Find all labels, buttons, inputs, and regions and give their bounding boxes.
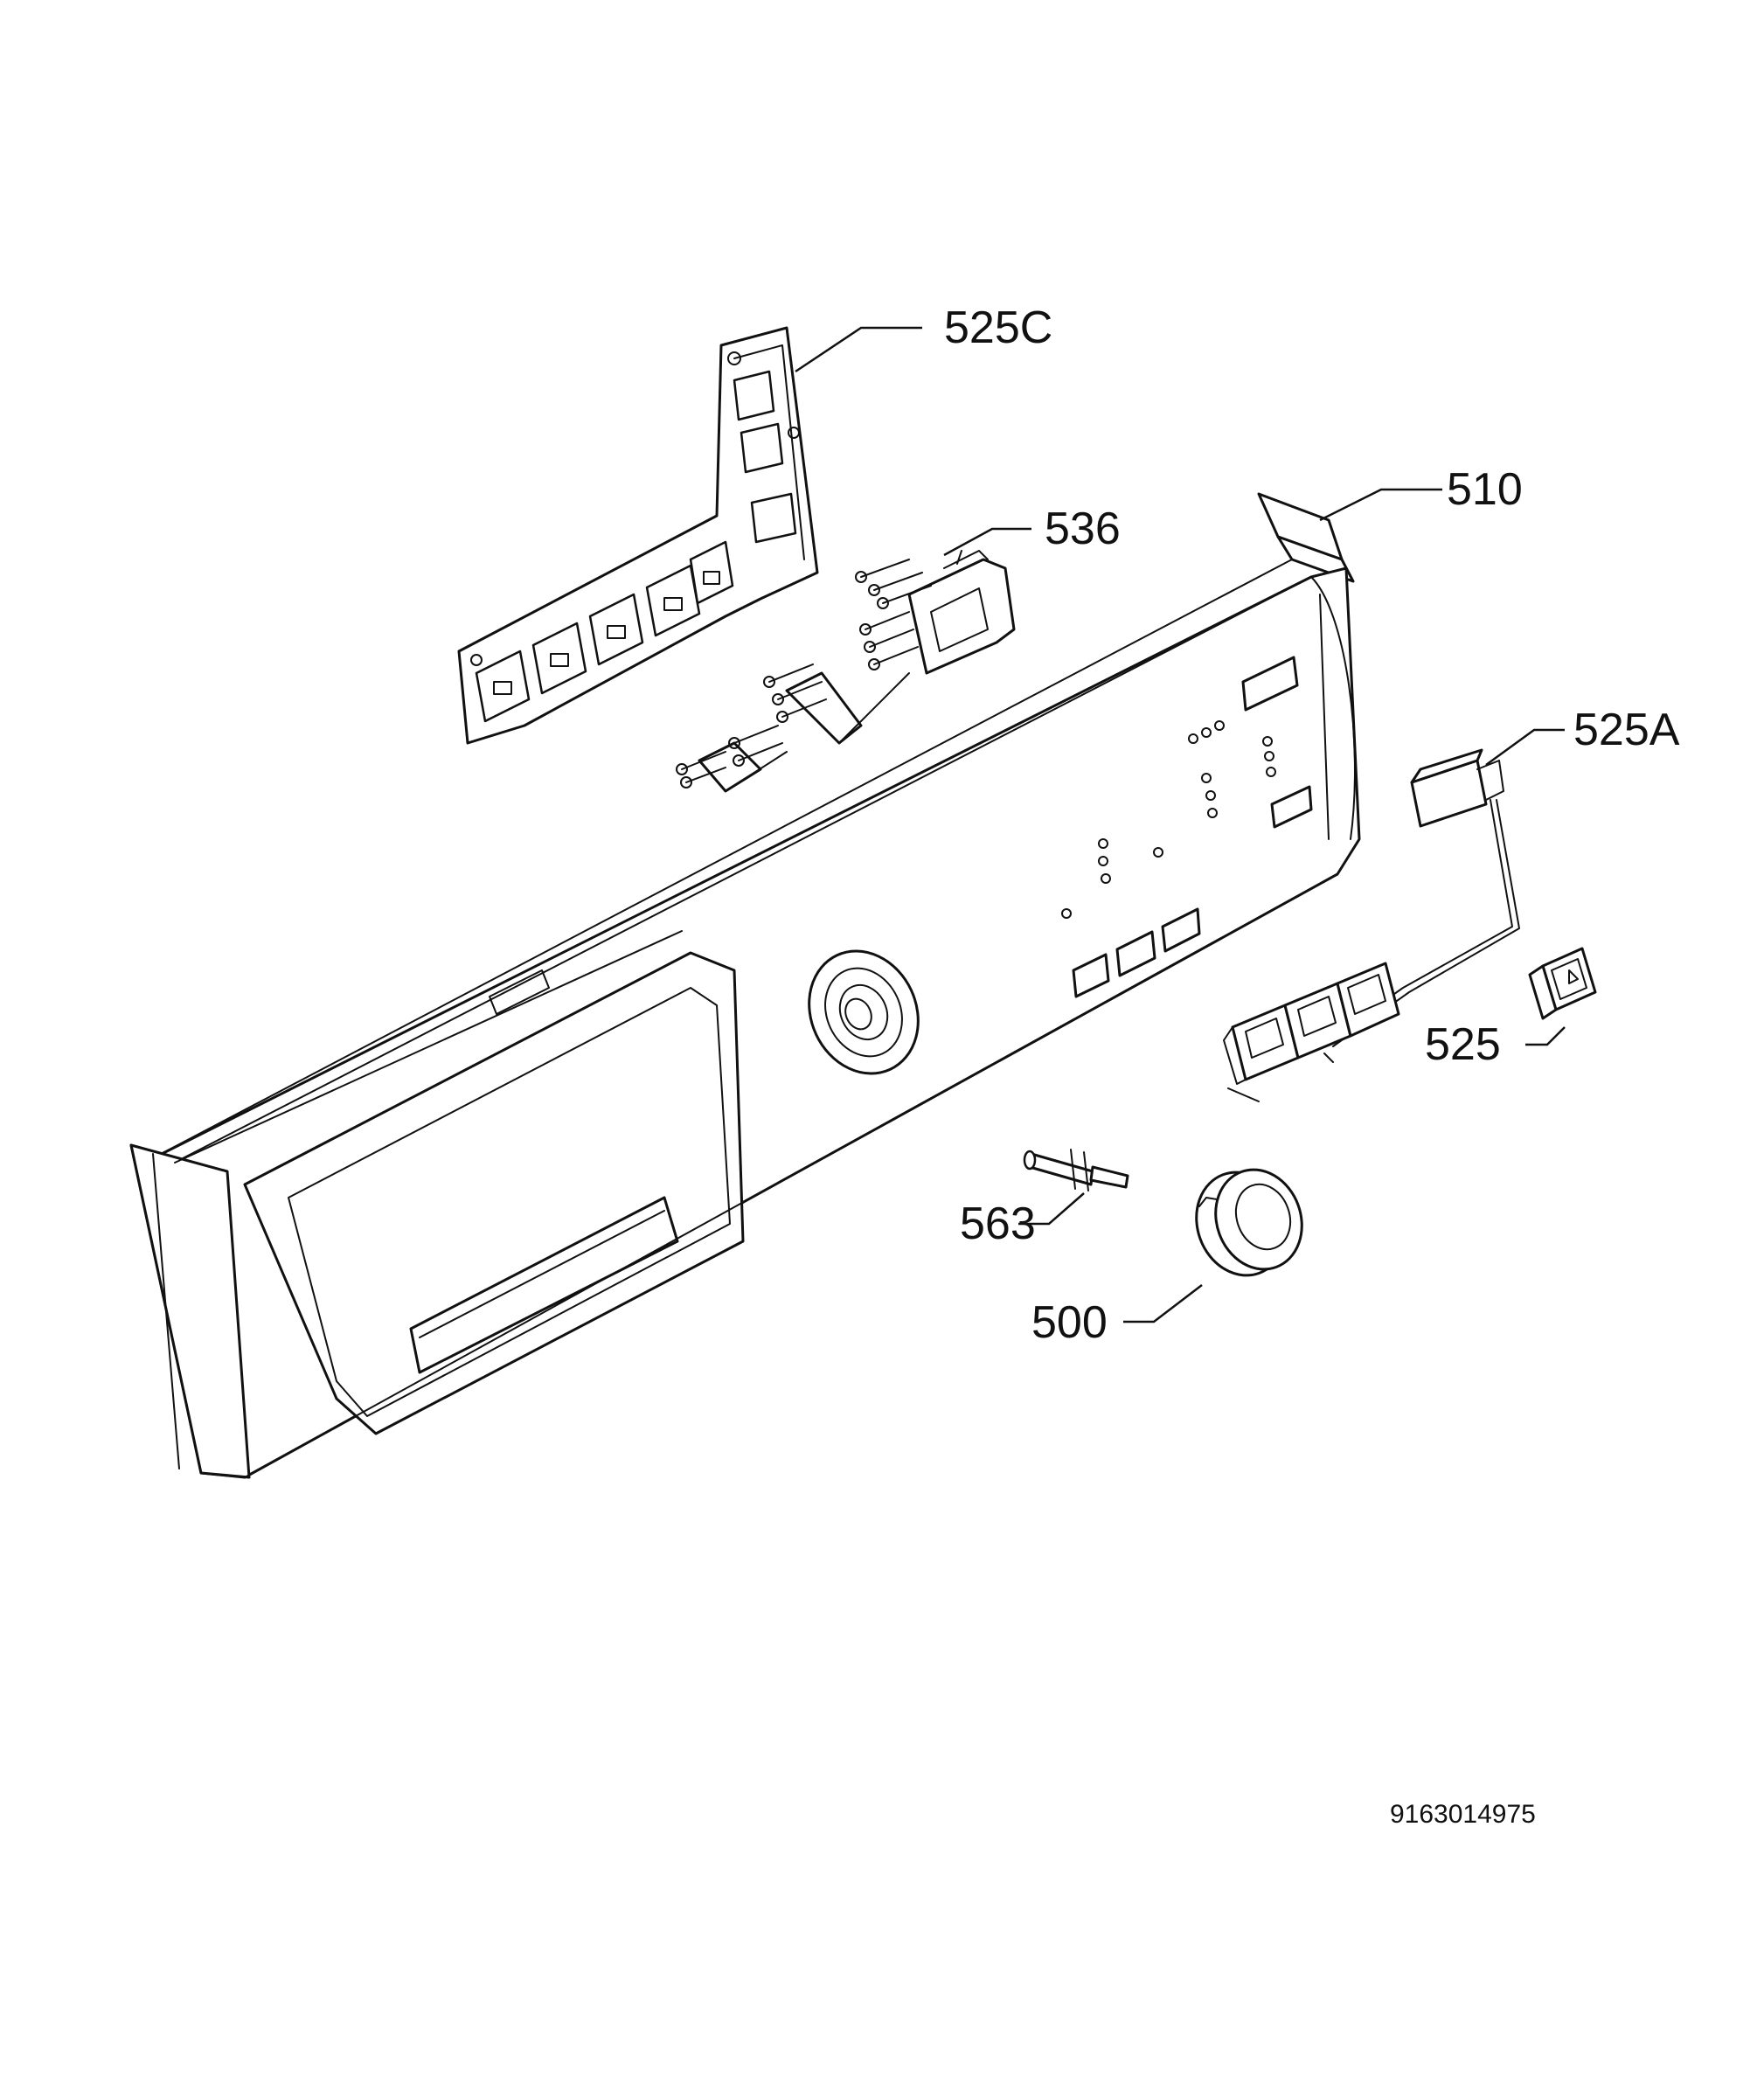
part-563-shaft [1023,1149,1129,1191]
leader-525 [1525,1026,1566,1046]
callout-525A: 525A [1573,705,1680,755]
part-525-switch [1528,947,1597,1020]
leader-563 [1018,1192,1085,1226]
leader-lines [795,326,1566,1323]
leader-525A [1485,728,1565,767]
part-500-knob [1195,1168,1303,1277]
part-510-control-panel [129,492,1361,1479]
leader-525C [795,326,922,373]
callout-labels: 525C 510 536 525A 525 563 500 [944,302,1680,1348]
callout-500: 500 [1031,1297,1108,1348]
callout-525C: 525C [944,302,1052,353]
callout-563: 563 [960,1198,1036,1249]
document-number: 9163014975 [1390,1800,1536,1829]
part-525A-switch-assembly [1223,748,1520,1102]
callout-510: 510 [1447,464,1523,515]
callout-525: 525 [1425,1019,1501,1070]
leader-510 [1319,488,1442,522]
leader-500 [1123,1284,1203,1323]
part-525C-bracket [457,326,819,745]
leader-536 [943,527,1031,557]
callout-536: 536 [1045,504,1121,554]
part-536-light-guide [676,550,1016,793]
